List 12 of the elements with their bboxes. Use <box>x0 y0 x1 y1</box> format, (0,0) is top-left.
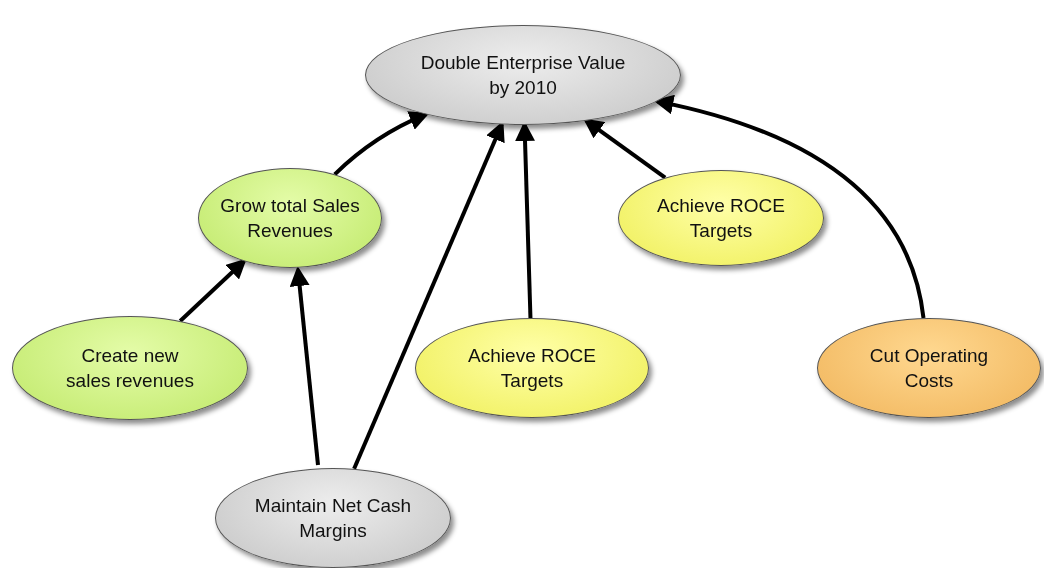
arrow <box>583 118 667 180</box>
arrow <box>333 111 430 176</box>
node-label: Double Enterprise Value by 2010 <box>419 51 627 100</box>
arrow <box>653 95 926 319</box>
node-label: Cut Operating Costs <box>868 344 990 393</box>
arrow <box>178 258 247 323</box>
node-label: Grow total Sales Revenues <box>219 194 361 243</box>
arrow <box>289 266 320 466</box>
node-label: Maintain Net Cash Margins <box>253 494 413 543</box>
node-label: Achieve ROCE Targets <box>656 194 786 243</box>
node-label: Create new sales revenues <box>65 344 195 393</box>
node-label: Achieve ROCE Targets <box>467 344 597 393</box>
